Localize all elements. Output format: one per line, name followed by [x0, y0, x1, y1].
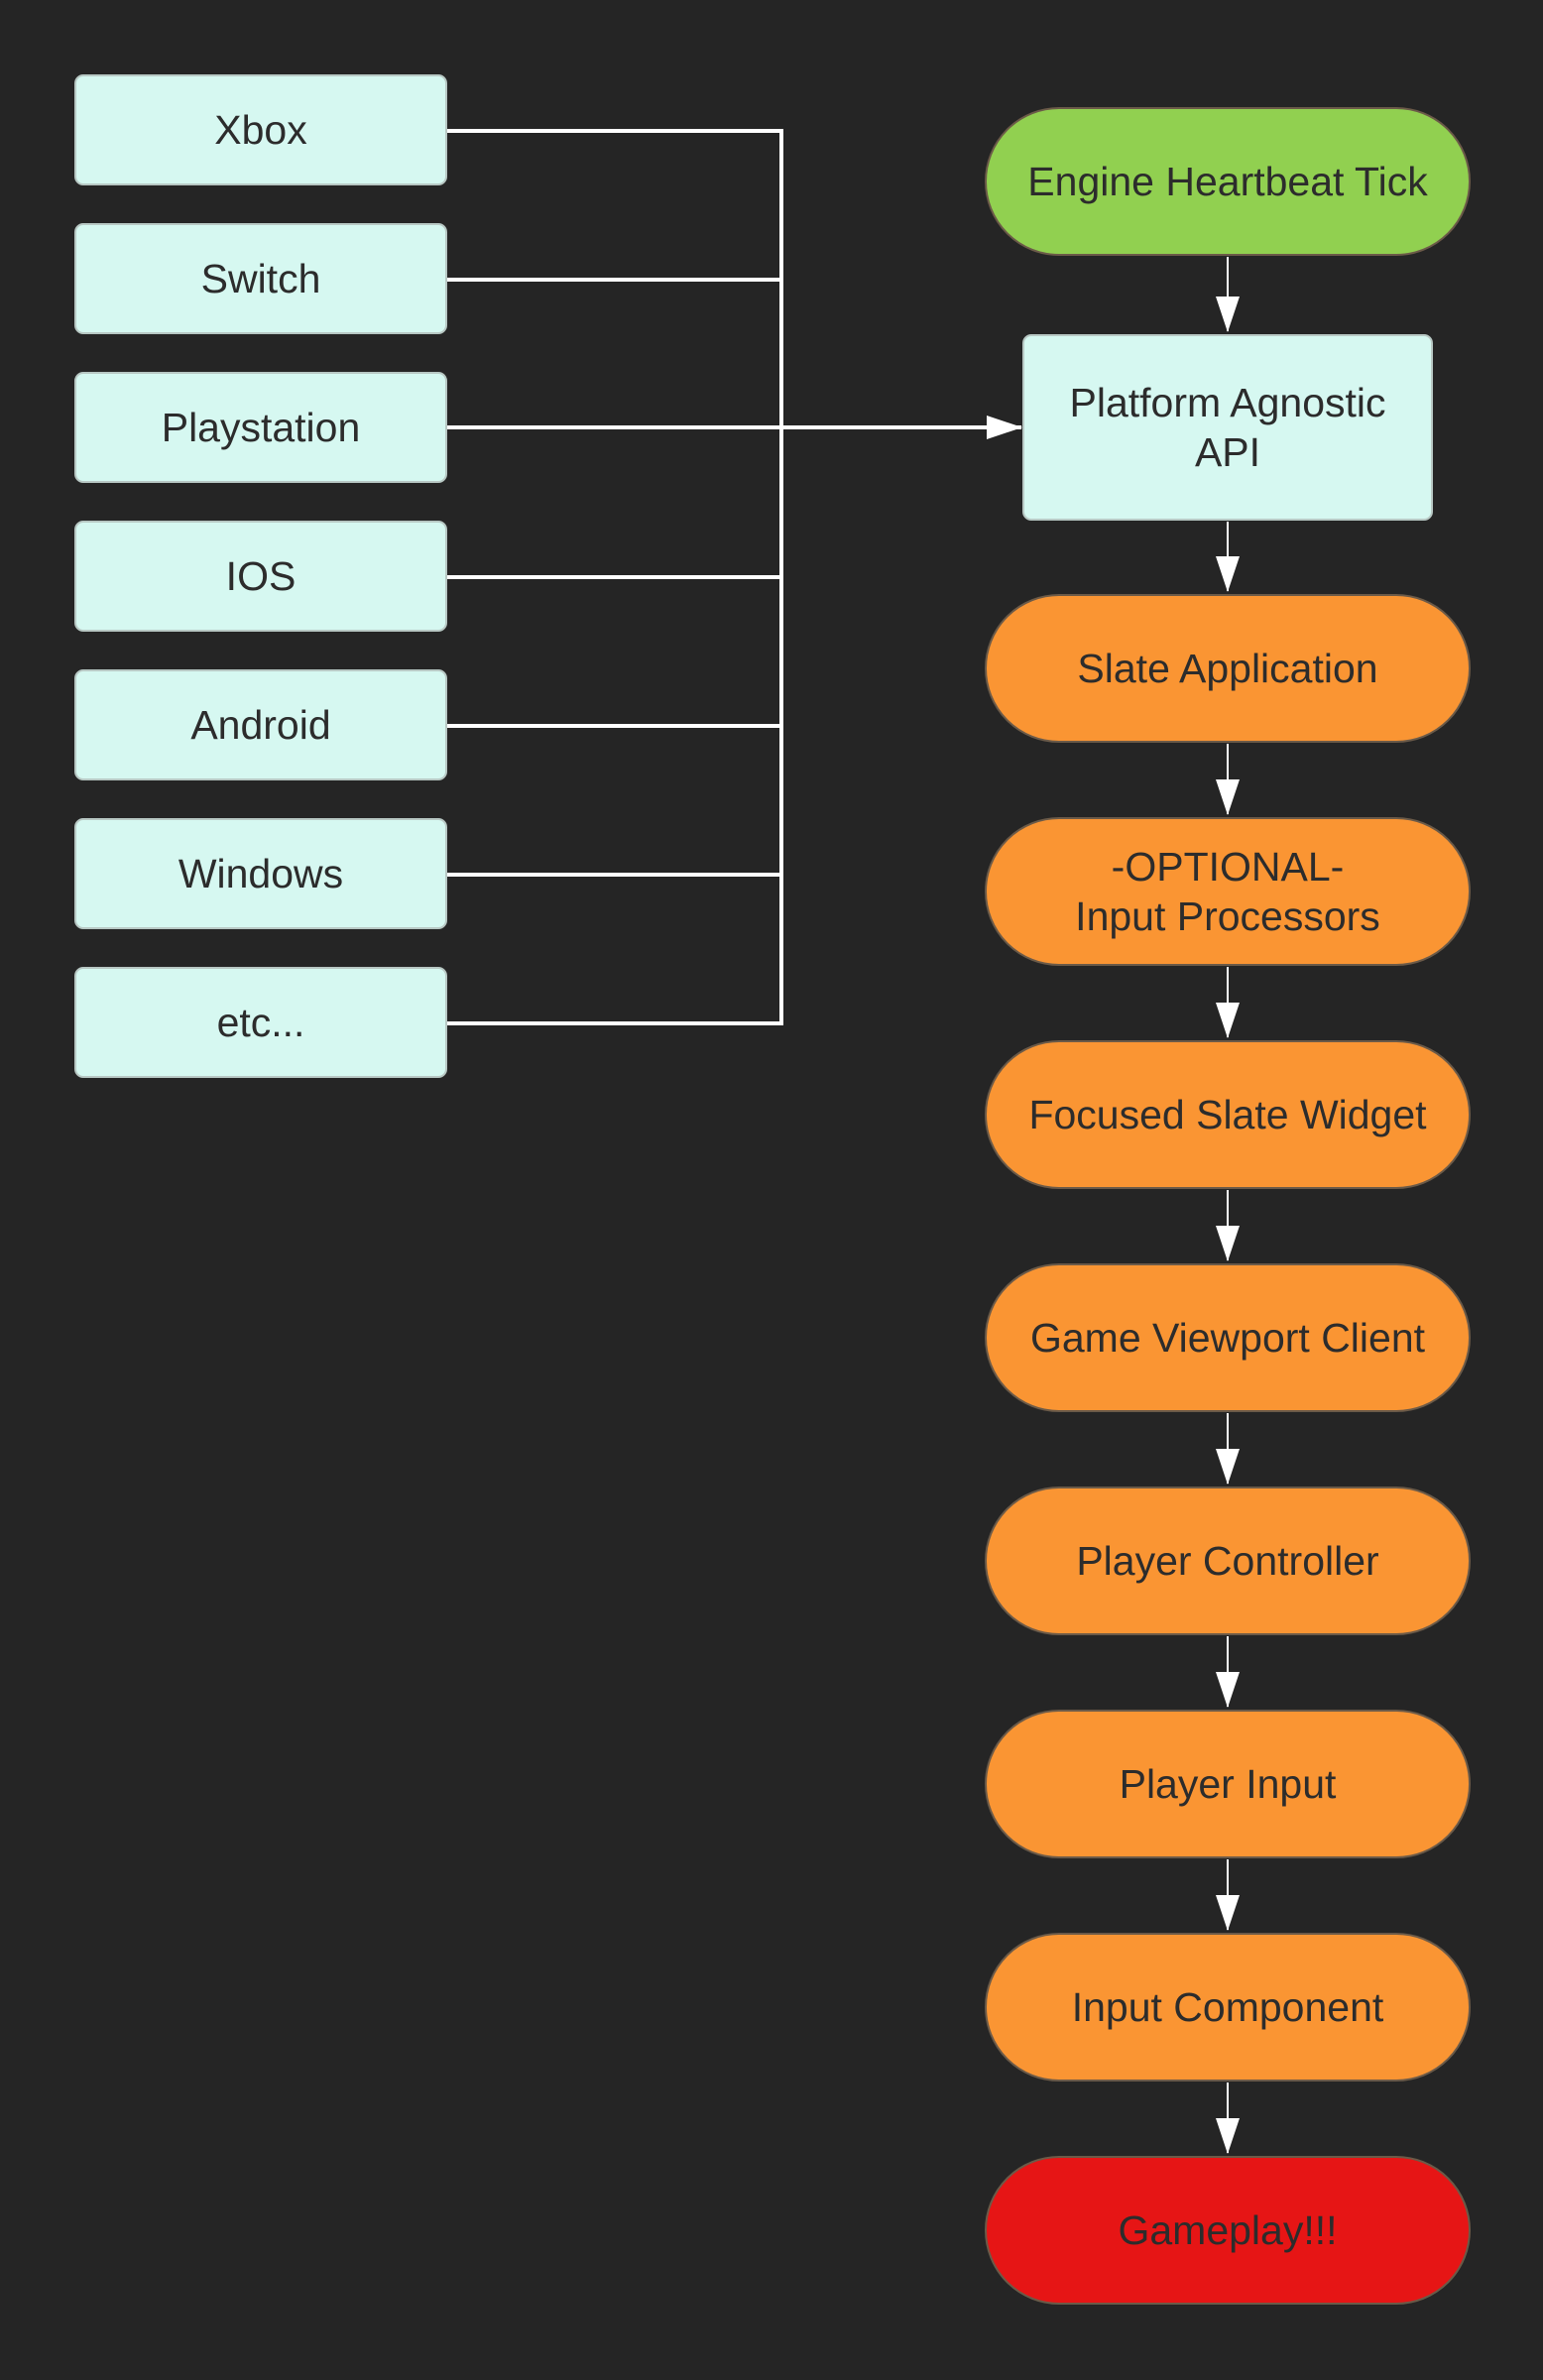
flow-node-label: Gameplay!!! [1118, 2207, 1337, 2253]
platform-box-etc: etc... [74, 967, 447, 1078]
flow-node-engine-heartbeat-tick: Engine Heartbeat Tick [985, 107, 1471, 256]
platform-box-android: Android [74, 669, 447, 780]
platform-box-windows: Windows [74, 818, 447, 929]
flow-node-shape [985, 107, 1471, 256]
platform-box-shape [74, 521, 447, 632]
platform-box-shape [74, 223, 447, 334]
flow-node-input-component: Input Component [985, 1933, 1471, 2082]
flow-node-label-line-2: Input Processors [1075, 893, 1380, 939]
platform-label: Android [190, 702, 330, 748]
platform-box-playstation: Playstation [74, 372, 447, 483]
flow-node-label-line-2: API [1195, 429, 1260, 475]
platform-box-shape [74, 967, 447, 1078]
platform-label: Windows [178, 851, 343, 896]
flow-node-shape [985, 1710, 1471, 1858]
flow-node-shape [985, 594, 1471, 743]
flow-node-shape [1022, 334, 1433, 521]
flow-node-shape [985, 1263, 1471, 1412]
flow-node-input-processors: -OPTIONAL-Input Processors [985, 817, 1471, 966]
flow-node-label: Player Input [1120, 1761, 1337, 1807]
flow-node-label: Slate Application [1077, 646, 1377, 691]
flow-node-label: Engine Heartbeat Tick [1027, 159, 1428, 204]
flow-node-shape [985, 1487, 1471, 1635]
connectors [446, 129, 1240, 2154]
platform-box-switch: Switch [74, 223, 447, 334]
platform-box-shape [74, 74, 447, 185]
flow-node-game-viewport-client: Game Viewport Client [985, 1263, 1471, 1412]
platform-box-shape [74, 669, 447, 780]
platform-box-xbox: Xbox [74, 74, 447, 185]
flow-node-label-line-1: -OPTIONAL- [1112, 844, 1345, 890]
platform-label: etc... [217, 1000, 305, 1045]
flow-node-label: Game Viewport Client [1030, 1315, 1426, 1361]
platform-label: Playstation [162, 405, 361, 450]
flow-node-label: Focused Slate Widget [1028, 1092, 1427, 1137]
flow-node-focused-slate-widget: Focused Slate Widget [985, 1040, 1471, 1189]
flow-node-label: Input Component [1072, 1984, 1384, 2030]
flow-node-label-line-1: Platform Agnostic [1069, 380, 1385, 425]
platform-label: Xbox [214, 107, 307, 153]
flow-node-shape [985, 2156, 1471, 2305]
flow-node-shape [985, 1040, 1471, 1189]
flow-node-player-controller: Player Controller [985, 1487, 1471, 1635]
flow-node-shape [985, 1933, 1471, 2082]
platform-label: Switch [201, 256, 321, 301]
flow-node-label: Player Controller [1076, 1538, 1378, 1584]
platform-label: IOS [226, 553, 297, 599]
platform-box-shape [74, 372, 447, 483]
platform-box-shape [74, 818, 447, 929]
flow-node-player-input: Player Input [985, 1710, 1471, 1858]
platform-box-ios: IOS [74, 521, 447, 632]
flow-node-shape [985, 817, 1471, 966]
flow-node-gameplay: Gameplay!!! [985, 2156, 1471, 2305]
flow-node-slate-application: Slate Application [985, 594, 1471, 743]
